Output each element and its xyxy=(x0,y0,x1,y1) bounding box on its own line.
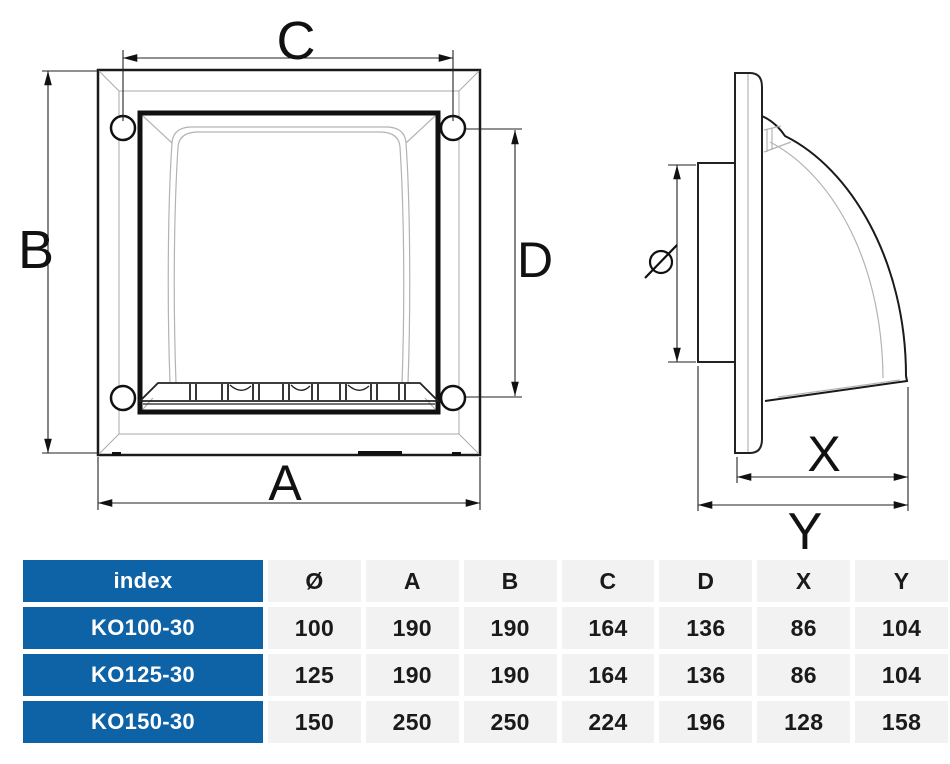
dimension-diameter xyxy=(644,164,696,363)
screw-hole xyxy=(109,384,137,412)
mounting-tabs xyxy=(112,451,461,456)
table-header-y: Y xyxy=(855,560,948,602)
hood-profile xyxy=(761,115,909,402)
table-value-cell: 190 xyxy=(365,654,459,696)
dimension-label-x: X xyxy=(807,426,840,482)
dimension-a: A xyxy=(97,455,481,511)
inner-square xyxy=(137,110,441,415)
side-view: X Y xyxy=(644,72,909,556)
table-value-cell: 190 xyxy=(463,654,557,696)
table-value-cell: 196 xyxy=(659,701,753,743)
table-value-cell: 86 xyxy=(757,607,851,649)
dimension-y: Y xyxy=(697,366,908,556)
table-value-cell: 190 xyxy=(365,607,459,649)
table-value-cell: 136 xyxy=(659,654,753,696)
duct-spigot xyxy=(697,162,736,363)
flange xyxy=(734,72,763,454)
hood-dome-lines xyxy=(142,115,436,410)
table-value-cell: 100 xyxy=(268,607,361,649)
table-index-cell: KO100-30 xyxy=(23,607,263,649)
table-value-cell: 128 xyxy=(757,701,851,743)
louver-grille xyxy=(137,382,441,405)
table-value-cell: 250 xyxy=(365,701,459,743)
dimension-d: D xyxy=(466,128,553,398)
front-view xyxy=(96,68,482,457)
dimension-b: B xyxy=(18,70,98,454)
dimension-drawing: C B A D xyxy=(18,11,909,556)
table-header-b: B xyxy=(463,560,557,602)
table-value-cell: 104 xyxy=(855,607,948,649)
dimension-label-a: A xyxy=(268,455,302,511)
spec-table: index Ø A B C D X Y KO100-30 100 190 190… xyxy=(23,560,948,743)
table-header-c: C xyxy=(561,560,655,602)
table-header-x: X xyxy=(757,560,851,602)
table-value-cell: 250 xyxy=(463,701,557,743)
table-value-cell: 158 xyxy=(855,701,948,743)
table-value-cell: 150 xyxy=(268,701,361,743)
table-index-cell: KO150-30 xyxy=(23,701,263,743)
dimension-x: X xyxy=(736,387,909,511)
dimension-label-d: D xyxy=(517,232,553,288)
table-value-cell: 190 xyxy=(463,607,557,649)
table-value-cell: 164 xyxy=(561,654,655,696)
dimension-c: C xyxy=(122,11,454,121)
frame-bevel xyxy=(98,70,480,455)
dimension-label-b: B xyxy=(18,220,54,280)
dimension-label-c: C xyxy=(277,11,316,71)
table-header-diameter: Ø xyxy=(268,560,361,602)
diameter-symbol xyxy=(644,244,678,279)
table-header-index: index xyxy=(23,560,263,602)
table-index-cell: KO125-30 xyxy=(23,654,263,696)
dimension-label-y: Y xyxy=(788,503,823,556)
table-value-cell: 86 xyxy=(757,654,851,696)
table-value-cell: 104 xyxy=(855,654,948,696)
table-value-cell: 224 xyxy=(561,701,655,743)
table-value-cell: 125 xyxy=(268,654,361,696)
table-header-d: D xyxy=(659,560,753,602)
screw-hole xyxy=(439,384,467,412)
table-header-a: A xyxy=(365,560,459,602)
table-value-cell: 164 xyxy=(561,607,655,649)
table-value-cell: 136 xyxy=(659,607,753,649)
